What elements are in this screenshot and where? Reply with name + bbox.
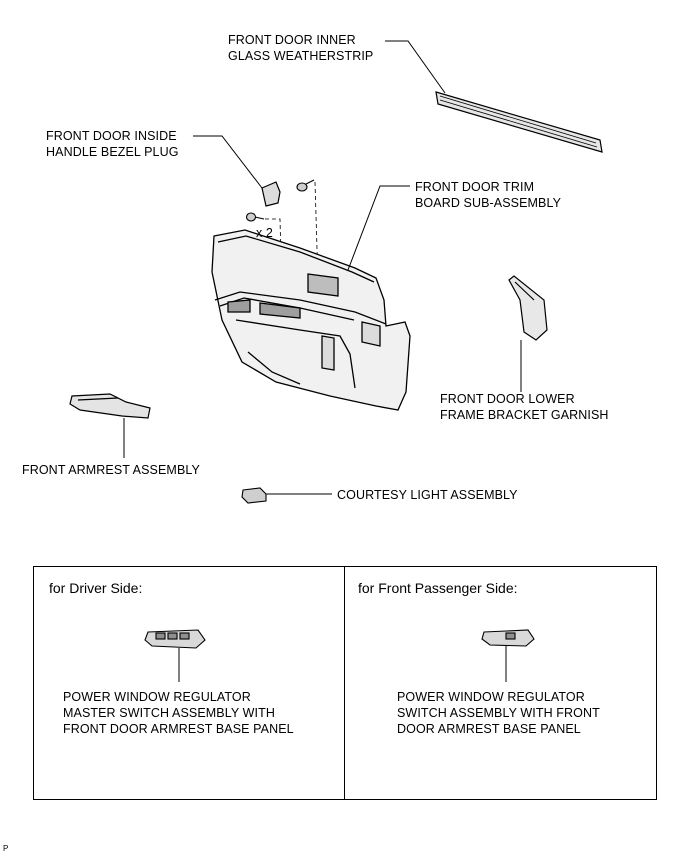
driver-switch-part bbox=[144, 629, 206, 649]
screw-left bbox=[245, 212, 265, 222]
bezel-plug-leader bbox=[193, 135, 263, 189]
passenger-switch-label: POWER WINDOW REGULATOR SWITCH ASSEMBLY W… bbox=[397, 690, 600, 736]
driver-side-title: for Driver Side: bbox=[49, 580, 143, 596]
screw-top bbox=[296, 179, 315, 192]
courtesy-light-label: COURTESY LIGHT ASSEMBLY bbox=[337, 488, 518, 502]
trim-board-part bbox=[211, 229, 411, 411]
garnish-label: FRONT DOOR LOWER FRAME BRACKET GARNISH bbox=[440, 392, 609, 422]
armrest-part bbox=[69, 393, 151, 419]
figure-code: P bbox=[3, 844, 9, 853]
bezel-plug-label: FRONT DOOR INSIDE HANDLE BEZEL PLUG bbox=[46, 129, 179, 159]
garnish-part bbox=[508, 275, 548, 341]
driver-switch-label: POWER WINDOW REGULATOR MASTER SWITCH ASS… bbox=[63, 690, 294, 736]
trim-board-leader bbox=[347, 185, 410, 271]
weatherstrip-label: FRONT DOOR INNER GLASS WEATHERSTRIP bbox=[228, 33, 374, 63]
passenger-side-title: for Front Passenger Side: bbox=[358, 580, 518, 596]
armrest-label: FRONT ARMREST ASSEMBLY bbox=[22, 463, 200, 477]
courtesy-light-part bbox=[241, 487, 267, 504]
quantity-label: x 2 bbox=[256, 226, 273, 240]
weatherstrip-leader bbox=[385, 40, 446, 94]
bezel-plug-part bbox=[261, 181, 281, 207]
weatherstrip-part bbox=[435, 91, 603, 153]
passenger-switch-part bbox=[481, 629, 535, 647]
trim-board-label: FRONT DOOR TRIM BOARD SUB-ASSEMBLY bbox=[415, 180, 562, 210]
passenger-side-panel: for Front Passenger Side: POWER WINDOW R… bbox=[344, 566, 657, 800]
driver-side-panel: for Driver Side: POWER WINDOW REGULATOR … bbox=[33, 566, 345, 800]
